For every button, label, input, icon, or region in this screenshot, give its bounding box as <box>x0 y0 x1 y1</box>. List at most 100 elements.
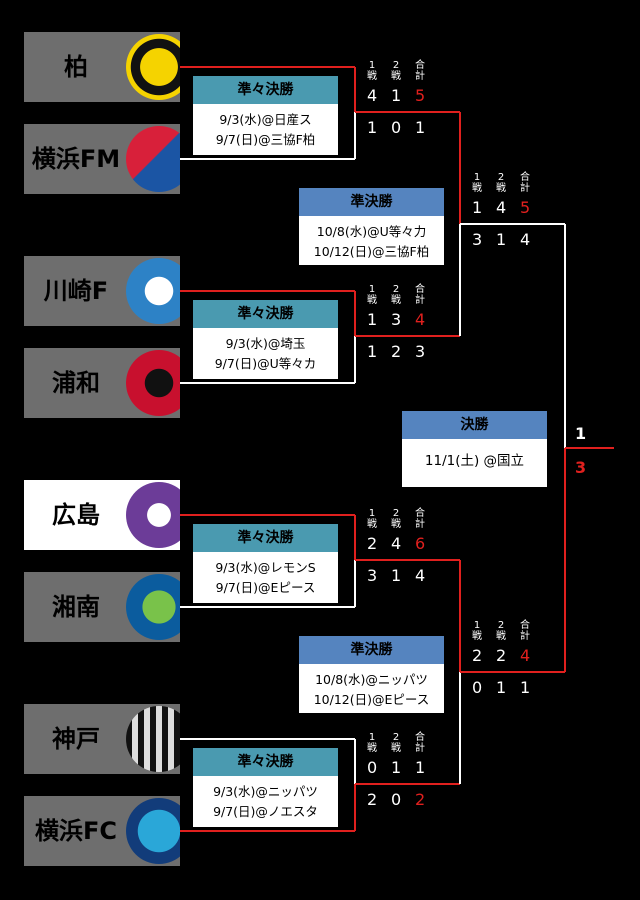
leg-header-leg1: 1 戦 <box>367 60 377 82</box>
team-name: 横浜FM <box>31 145 121 173</box>
quarterfinal-info-box: 準々決勝 9/3(水)@ニッパツ 9/7(日)@ノエスタ <box>193 748 338 827</box>
match-date: 9/7(日)@U等々カ <box>214 356 317 371</box>
score-leg2: 0 <box>391 118 402 137</box>
leg-header-leg1: 1 戦 <box>367 284 377 306</box>
yokohama-fm-emblem-icon <box>126 126 180 192</box>
score-total: 1 <box>415 758 426 777</box>
leg-header-total: 合 計 <box>415 284 425 306</box>
match-date: 9/7(日)@ノエスタ <box>213 804 318 819</box>
leg-header-leg2: 2 戦 <box>391 508 401 530</box>
semifinal-info-box: 準決勝 10/8(水)@U等々力 10/12(日)@三協F柏 <box>299 188 444 265</box>
score-leg2: 1 <box>496 230 507 249</box>
leg-header-total: 合 計 <box>415 508 425 530</box>
match-date: 9/7(日)@三協F柏 <box>215 132 316 147</box>
match-dates: 10/8(水)@U等々力 10/12(日)@三協F柏 <box>299 216 444 262</box>
final-score-bottom: 3 <box>575 458 587 477</box>
match-date: 10/8(水)@ニッパツ <box>315 672 428 687</box>
round-title: 準々決勝 <box>193 300 338 328</box>
team-card: 横浜FM <box>24 124 180 194</box>
team-name: 神戸 <box>52 725 100 753</box>
match-date: 9/3(水)@日産ス <box>219 112 312 127</box>
team-name: 浦和 <box>52 369 100 397</box>
leg-header-leg2: 2 戦 <box>391 284 401 306</box>
shonan-bellmare-emblem-icon <box>126 574 180 640</box>
score-leg1: 4 <box>367 86 378 105</box>
leg-header-leg2: 2 戦 <box>496 620 506 642</box>
match-date: 10/8(水)@U等々力 <box>316 224 427 239</box>
team-card: 浦和 <box>24 348 180 418</box>
leg-header-leg2: 2 戦 <box>391 60 401 82</box>
quarterfinal-info-box: 準々決勝 9/3(水)@日産ス 9/7(日)@三協F柏 <box>193 76 338 155</box>
team-name: 川崎F <box>43 277 109 305</box>
score-leg2: 1 <box>496 678 507 697</box>
kawasaki-frontale-emblem-icon <box>126 258 180 324</box>
score-leg1: 1 <box>367 310 378 329</box>
match-date: 10/12(日)@Eピース <box>313 692 430 707</box>
score-total: 5 <box>415 86 426 105</box>
leg-header-leg1: 1 戦 <box>472 172 482 194</box>
final-score-top: 1 <box>575 424 587 443</box>
yokohama-fc-emblem-icon <box>126 798 180 864</box>
leg-header-total: 合 計 <box>415 60 425 82</box>
team-name: 柏 <box>64 53 88 81</box>
score-leg1: 1 <box>472 198 483 217</box>
score-total: 1 <box>415 118 426 137</box>
semifinal-info-box: 準決勝 10/8(水)@ニッパツ 10/12(日)@Eピース <box>299 636 444 713</box>
match-dates: 9/3(水)@埼玉 9/7(日)@U等々カ <box>193 328 338 374</box>
round-title: 準決勝 <box>299 188 444 216</box>
score-total: 3 <box>415 342 426 361</box>
match-date: 9/7(日)@Eピース <box>215 580 316 595</box>
score-total: 6 <box>415 534 426 553</box>
team-card: 湘南 <box>24 572 180 642</box>
round-title: 準々決勝 <box>193 748 338 776</box>
team-name: 横浜FC <box>34 817 117 845</box>
leg-header-total: 合 計 <box>520 172 530 194</box>
match-date: 9/3(水)@埼玉 <box>225 336 306 351</box>
score-total: 4 <box>520 646 531 665</box>
final-info-box: 決勝 11/1(土) @国立 <box>402 411 547 487</box>
score-leg2: 4 <box>391 534 402 553</box>
leg-header-total: 合 計 <box>520 620 530 642</box>
score-leg2: 1 <box>391 758 402 777</box>
round-title: 決勝 <box>402 411 547 439</box>
match-dates: 10/8(水)@ニッパツ 10/12(日)@Eピース <box>299 664 444 710</box>
team-card: 横浜FC <box>24 796 180 866</box>
leg-header-leg2: 2 戦 <box>391 732 401 754</box>
urawa-reds-emblem-icon <box>126 350 180 416</box>
round-title: 準々決勝 <box>193 524 338 552</box>
score-total: 4 <box>415 310 426 329</box>
match-date: 11/1(土) @国立 <box>424 453 525 469</box>
team-card: 広島 <box>24 480 180 550</box>
leg-header-leg2: 2 戦 <box>496 172 506 194</box>
match-date: 9/3(水)@ニッパツ <box>213 784 318 799</box>
team-name: 湘南 <box>52 593 100 621</box>
score-total: 4 <box>520 230 531 249</box>
match-dates: 9/3(水)@ニッパツ 9/7(日)@ノエスタ <box>193 776 338 822</box>
score-leg2: 3 <box>391 310 402 329</box>
team-card: 神戸 <box>24 704 180 774</box>
leg-header-leg1: 1 戦 <box>367 732 377 754</box>
score-leg2: 1 <box>391 86 402 105</box>
quarterfinal-info-box: 準々決勝 9/3(水)@埼玉 9/7(日)@U等々カ <box>193 300 338 379</box>
leg-header-leg1: 1 戦 <box>472 620 482 642</box>
score-leg1: 1 <box>367 342 378 361</box>
round-title: 準々決勝 <box>193 76 338 104</box>
score-leg1: 2 <box>367 534 378 553</box>
score-leg1: 0 <box>472 678 483 697</box>
score-total: 2 <box>415 790 426 809</box>
score-leg1: 3 <box>367 566 378 585</box>
team-card: 柏 <box>24 32 180 102</box>
score-leg2: 1 <box>391 566 402 585</box>
match-dates: 9/3(水)@日産ス 9/7(日)@三協F柏 <box>193 104 338 150</box>
match-date: 10/12(日)@三協F柏 <box>313 244 430 259</box>
vissel-kobe-emblem-icon <box>126 706 180 772</box>
score-total: 4 <box>415 566 426 585</box>
round-title: 準決勝 <box>299 636 444 664</box>
team-card: 川崎F <box>24 256 180 326</box>
score-leg1: 2 <box>367 790 378 809</box>
score-total: 1 <box>520 678 531 697</box>
team-name: 広島 <box>52 501 100 529</box>
